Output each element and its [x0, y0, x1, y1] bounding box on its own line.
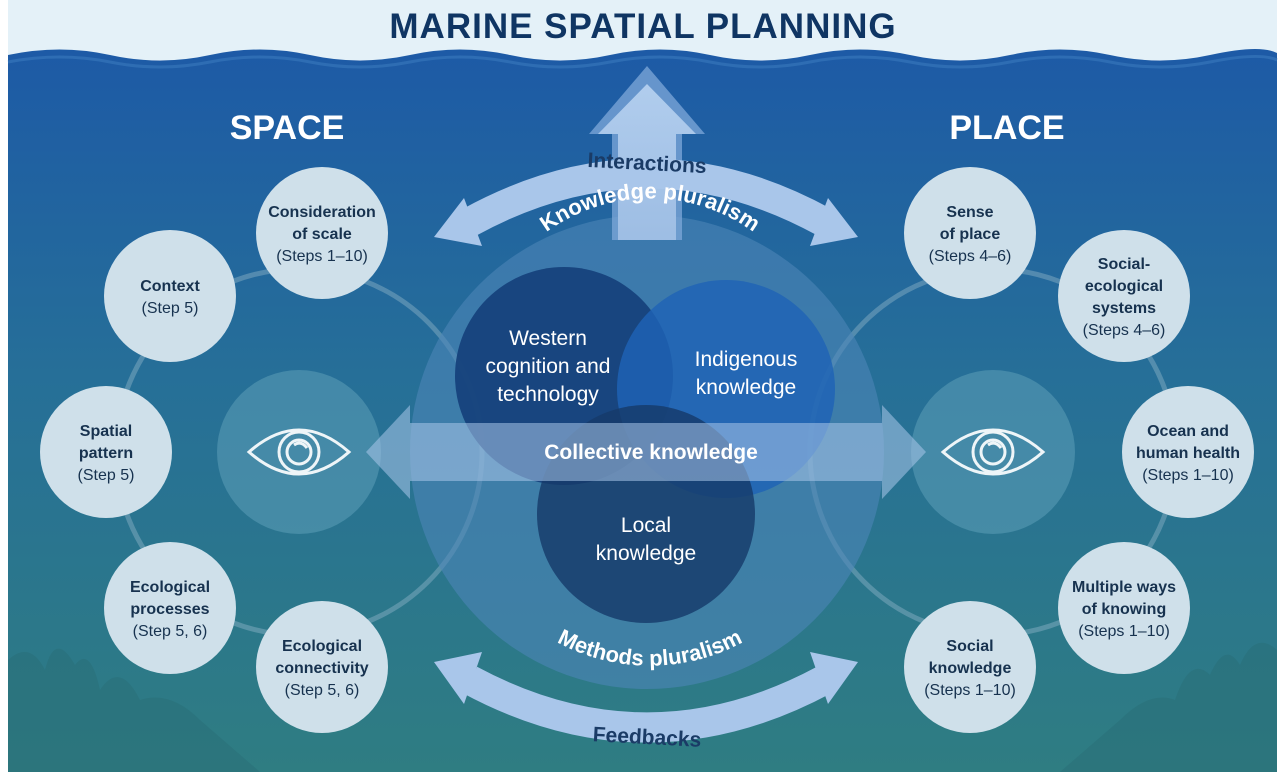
place-node-title: human health: [1136, 445, 1240, 462]
place-node: Multiple ways of knowing (Steps 1–10): [1058, 542, 1190, 674]
place-node-circle: [904, 167, 1036, 299]
place-node-title: Multiple ways: [1072, 579, 1176, 596]
place-node-steps: (Steps 1–10): [1078, 623, 1170, 640]
space-node: Context (Step 5): [104, 230, 236, 362]
place-node-title: knowledge: [929, 660, 1012, 677]
space-node-circle: [104, 542, 236, 674]
venn-western-line-2: cognition and: [486, 355, 611, 378]
eye-icon: [940, 428, 1046, 476]
space-node-title: Ecological: [130, 579, 210, 596]
page-title: MARINE SPATIAL PLANNING: [389, 7, 896, 46]
space-focus-circle: [217, 370, 381, 534]
place-node-circle: [1058, 230, 1190, 362]
feedbacks-label: Feedbacks: [592, 723, 702, 752]
feedbacks-arrow-band: [462, 666, 832, 743]
place-node-title: systems: [1092, 300, 1156, 317]
venn-indigenous-line-2: knowledge: [696, 376, 796, 399]
place-node-title: Social-: [1098, 256, 1150, 273]
space-node: Ecological processes (Step 5, 6): [104, 542, 236, 674]
place-node-title: of place: [940, 226, 1001, 243]
space-node-title: Context: [140, 278, 200, 295]
interactions-arrow-right-head: [810, 198, 858, 246]
venn-local-line-1: Local: [621, 514, 671, 537]
place-node: Ocean and human health (Steps 1–10): [1122, 386, 1254, 518]
space-node-steps: (Steps 1–10): [276, 248, 368, 265]
space-node-steps: (Step 5, 6): [285, 682, 360, 699]
place-node-steps: (Steps 1–10): [924, 682, 1016, 699]
space-node-title: Consideration: [268, 204, 376, 221]
space-node-steps: (Step 5, 6): [133, 623, 208, 640]
space-node-circle: [104, 230, 236, 362]
space-node-title: connectivity: [275, 660, 368, 677]
collective-knowledge-label: Collective knowledge: [544, 441, 758, 464]
place-heading: PLACE: [949, 109, 1064, 147]
venn-indigenous-line-1: Indigenous: [695, 348, 798, 371]
place-node: Social-ecological systems (Steps 4–6): [1058, 230, 1190, 362]
eye-icon: [246, 428, 352, 476]
space-node-steps: (Step 5): [142, 300, 199, 317]
space-node-circle: [256, 167, 388, 299]
space-nodes: Consideration of scale (Steps 1–10) Context…: [40, 167, 388, 733]
place-node-title: Sense: [946, 204, 993, 221]
place-node-title: ecological: [1085, 278, 1163, 295]
venn-western-line-1: Western: [509, 327, 587, 350]
place-focus-circle: [911, 370, 1075, 534]
space-node: Ecological connectivity (Step 5, 6): [256, 601, 388, 733]
interactions-arrow-band: [462, 158, 832, 236]
space-node-title: of scale: [292, 226, 352, 243]
place-node-steps: (Steps 1–10): [1142, 467, 1234, 484]
space-node: Spatial pattern (Step 5): [40, 386, 172, 518]
space-node-title: pattern: [79, 445, 133, 462]
place-node-title: Social: [946, 638, 993, 655]
space-node-title: Spatial: [80, 423, 132, 440]
collective-knowledge-arrow: [366, 405, 926, 499]
place-node: Social knowledge (Steps 1–10): [904, 601, 1036, 733]
wave-line: [7, 54, 1278, 69]
feedbacks-arrow-right-head: [810, 652, 858, 704]
space-node: Consideration of scale (Steps 1–10): [256, 167, 388, 299]
seafloor-coral: [8, 642, 1277, 772]
place-node-steps: (Steps 4–6): [1083, 322, 1166, 339]
space-node-steps: (Step 5): [78, 467, 135, 484]
place-node-circle: [904, 601, 1036, 733]
space-node-title: processes: [130, 601, 209, 618]
venn-local-line-2: knowledge: [596, 542, 696, 565]
feedbacks-arrow-left-head: [434, 652, 482, 704]
place-node: Sense of place (Steps 4–6): [904, 167, 1036, 299]
venn-western-line-3: technology: [497, 383, 599, 406]
place-node-title: of knowing: [1082, 601, 1166, 618]
interactions-arrow-left-head: [434, 198, 482, 246]
space-node-title: Ecological: [282, 638, 362, 655]
space-heading: SPACE: [230, 109, 345, 147]
place-node-title: Ocean and: [1147, 423, 1229, 440]
place-node-circle: [1122, 386, 1254, 518]
space-node-circle: [40, 386, 172, 518]
place-node-circle: [1058, 542, 1190, 674]
space-node-circle: [256, 601, 388, 733]
place-node-steps: (Steps 4–6): [929, 248, 1012, 265]
